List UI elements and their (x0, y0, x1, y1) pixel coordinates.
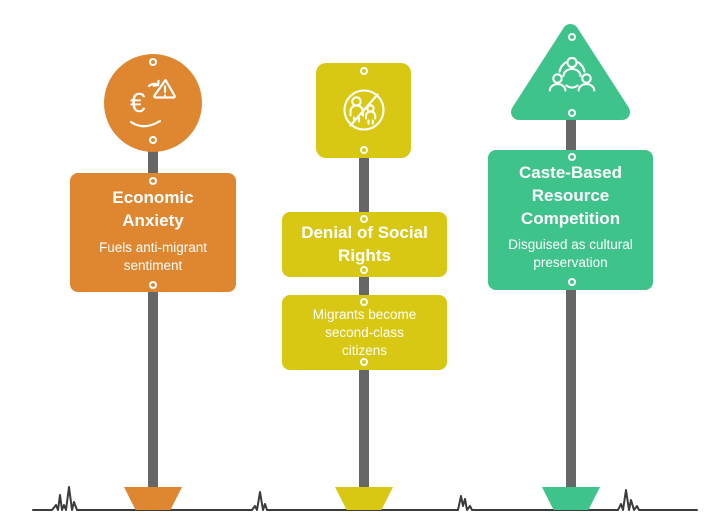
screw-icon (360, 266, 368, 274)
sign-subtitle: Fuels anti-migrant sentiment (98, 240, 208, 273)
signpost-base (542, 487, 600, 510)
sign-title: Caste-Based Resource Competition (519, 163, 622, 228)
screw-icon (568, 109, 576, 117)
screw-icon (568, 153, 576, 161)
svg-text:€: € (130, 87, 146, 118)
circle-icon-plate (104, 54, 202, 152)
screw-icon (568, 278, 576, 286)
signpost-pole (566, 108, 576, 500)
sign-title: Economic Anxiety (112, 188, 194, 230)
screw-icon (149, 58, 157, 66)
signpost-base (124, 487, 182, 510)
signpost-base (335, 487, 393, 510)
sign-economic-anxiety: Economic Anxiety Fuels anti-migrant sent… (70, 173, 236, 292)
screw-icon (360, 215, 368, 223)
screw-icon (149, 281, 157, 289)
screw-icon (360, 358, 368, 366)
sign-subtitle: Migrants become second-class citizens (312, 307, 417, 358)
screw-icon (360, 67, 368, 75)
screw-icon (568, 33, 576, 41)
screw-icon (149, 177, 157, 185)
group-network-icon (548, 56, 596, 92)
screw-icon (360, 146, 368, 154)
no-family-rights-icon (343, 89, 385, 131)
euro-risk-warning-icon: € (129, 78, 176, 128)
screw-icon (360, 298, 368, 306)
sign-title: Denial of Social Rights (301, 223, 428, 265)
sign-denial-social-rights-detail: Migrants become second-class citizens (282, 295, 447, 370)
signpost-pole (148, 138, 158, 500)
ground-grass-line (32, 486, 698, 511)
sign-caste-resource-competition: Caste-Based Resource Competition Disguis… (488, 150, 653, 290)
sign-subtitle: Disguised as cultural preservation (508, 237, 633, 270)
screw-icon (149, 136, 157, 144)
